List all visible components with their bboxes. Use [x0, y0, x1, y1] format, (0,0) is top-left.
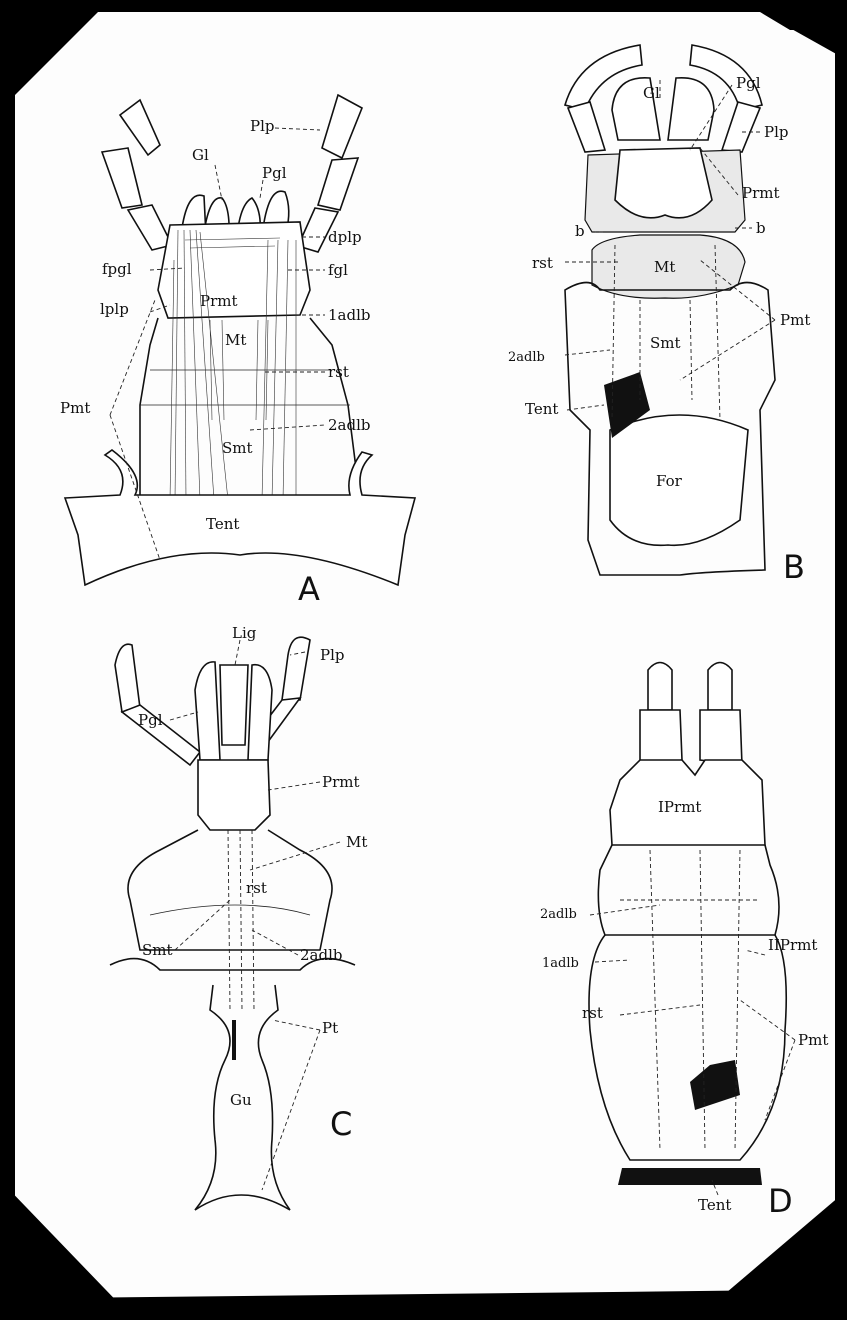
- c-ligula: [220, 665, 248, 745]
- b-panel-letter: B: [783, 548, 805, 586]
- b-label-prmt: Prmt: [742, 184, 780, 202]
- b-label-for: For: [656, 472, 683, 490]
- c-label-smt: Smt: [142, 941, 173, 959]
- a-label-tent: Tent: [206, 515, 239, 533]
- a-label-rst: rst: [328, 363, 349, 381]
- b-label-b-left: b: [575, 222, 585, 240]
- c-gular-suture: [232, 1020, 236, 1060]
- a-label-dplp: dplp: [328, 228, 362, 246]
- c-label-2adlb: 2adlb: [300, 946, 343, 964]
- a-label-2adlb: 2adlb: [328, 416, 371, 434]
- c-panel-letter: C: [330, 1105, 352, 1143]
- c-prementum: [198, 760, 270, 830]
- c-paraglossa-left: [195, 662, 220, 760]
- b-label-plp: Plp: [764, 123, 789, 141]
- c-label-mt: Mt: [346, 833, 367, 851]
- d-palp-left-tip: [648, 663, 672, 711]
- d-palp-right-base: [700, 710, 742, 765]
- b-label-pgl: Pgl: [736, 74, 761, 92]
- a-label-pmt: Pmt: [60, 399, 90, 417]
- d-label-2adlb: 2adlb: [540, 907, 577, 922]
- a-label-fgl: fgl: [328, 261, 348, 279]
- b-label-2adlb: 2adlb: [508, 350, 545, 365]
- a-label-plp: Plp: [250, 117, 275, 135]
- c-label-prmt: Prmt: [322, 773, 360, 791]
- a-label-pgl: Pgl: [262, 164, 287, 182]
- c-label-pt: Pt: [322, 1019, 338, 1037]
- d-label-rst: rst: [582, 1004, 603, 1022]
- c-label-lig: Lig: [232, 624, 257, 642]
- b-prementum-inner: [615, 148, 712, 218]
- b-label-smt: Smt: [650, 334, 681, 352]
- b-glossa-right: [668, 78, 714, 140]
- d-label-tent: Tent: [698, 1196, 731, 1214]
- d-tentorium-bar: [618, 1168, 762, 1185]
- a-label-1adlb: 1adlb: [328, 306, 371, 324]
- c-label-gu: Gu: [230, 1091, 252, 1109]
- b-label-gl: Gl: [643, 84, 660, 102]
- a-label-prmt: Prmt: [200, 292, 238, 310]
- d-label-pmt: Pmt: [798, 1031, 828, 1049]
- a-label-mt: Mt: [225, 331, 246, 349]
- d-label-iprmt: IPrmt: [658, 798, 701, 816]
- d-palp-left-base: [640, 710, 682, 765]
- d-palp-right-tip: [708, 663, 732, 711]
- a-panel-letter: A: [298, 570, 320, 608]
- b-label-pmt: Pmt: [780, 311, 810, 329]
- d-label-iiprmt: IIPrmt: [768, 936, 817, 954]
- b-label-rst: rst: [532, 254, 553, 272]
- c-paraglossa-right: [248, 665, 272, 760]
- a-label-fpgl: fpgl: [102, 260, 132, 278]
- c-label-rst: rst: [246, 879, 267, 897]
- d-panel-letter: D: [768, 1182, 793, 1220]
- d-label-1adlb: 1adlb: [542, 956, 579, 971]
- b-label-tent: Tent: [525, 400, 558, 418]
- c-label-plp: Plp: [320, 646, 345, 664]
- a-label-lplp: lplp: [100, 300, 129, 318]
- c-label-pgl: Pgl: [138, 711, 163, 729]
- a-label-smt: Smt: [222, 439, 253, 457]
- b-label-mt: Mt: [654, 258, 675, 276]
- b-label-b-right: b: [756, 219, 766, 237]
- a-label-gl: Gl: [192, 146, 209, 164]
